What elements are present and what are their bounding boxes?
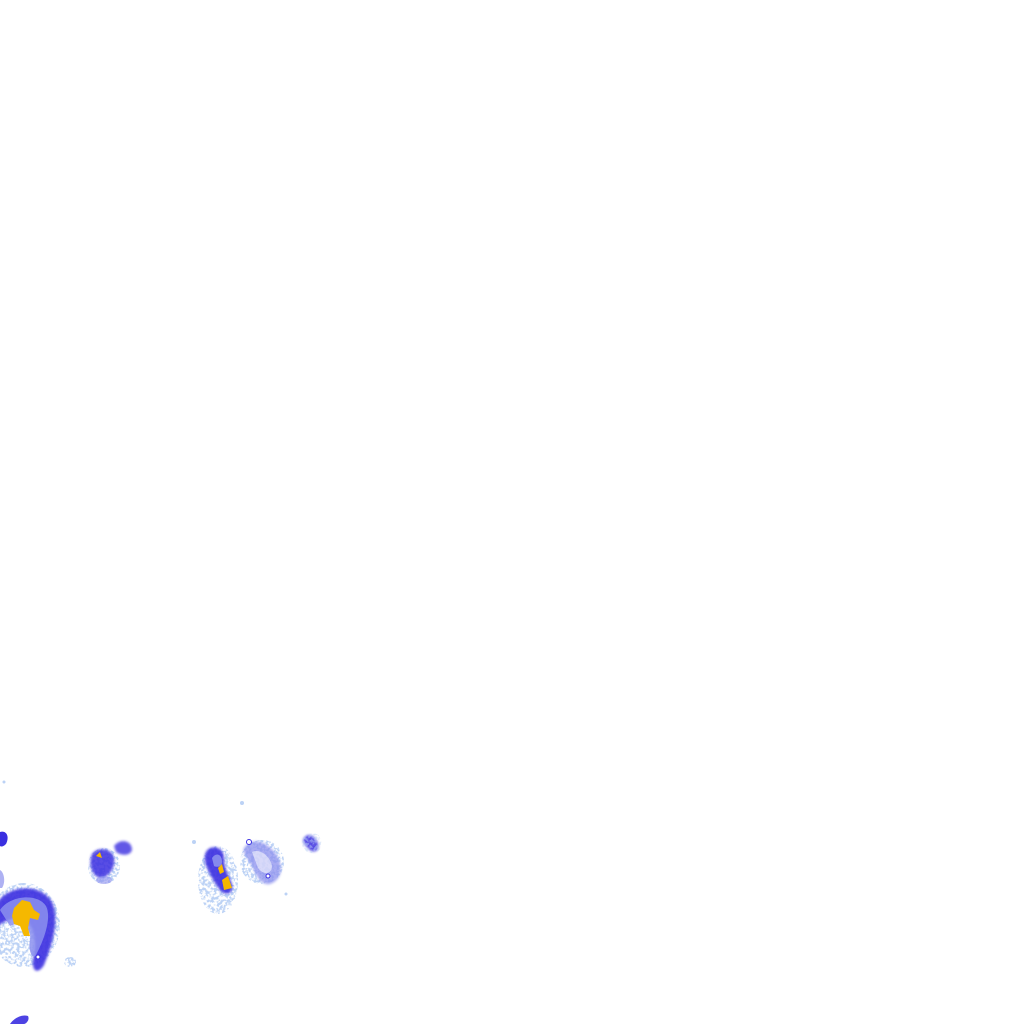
scattered-echoes — [2, 780, 288, 896]
cell-northwest-edge — [0, 831, 8, 888]
cell-southwest — [0, 883, 76, 971]
cell-center-west — [198, 846, 238, 914]
intense-core — [12, 900, 40, 936]
cell-west — [88, 841, 132, 884]
cell-center-west-east — [240, 839, 284, 885]
cell-bottom-edge — [10, 1015, 29, 1024]
cell-small-east — [302, 833, 322, 853]
